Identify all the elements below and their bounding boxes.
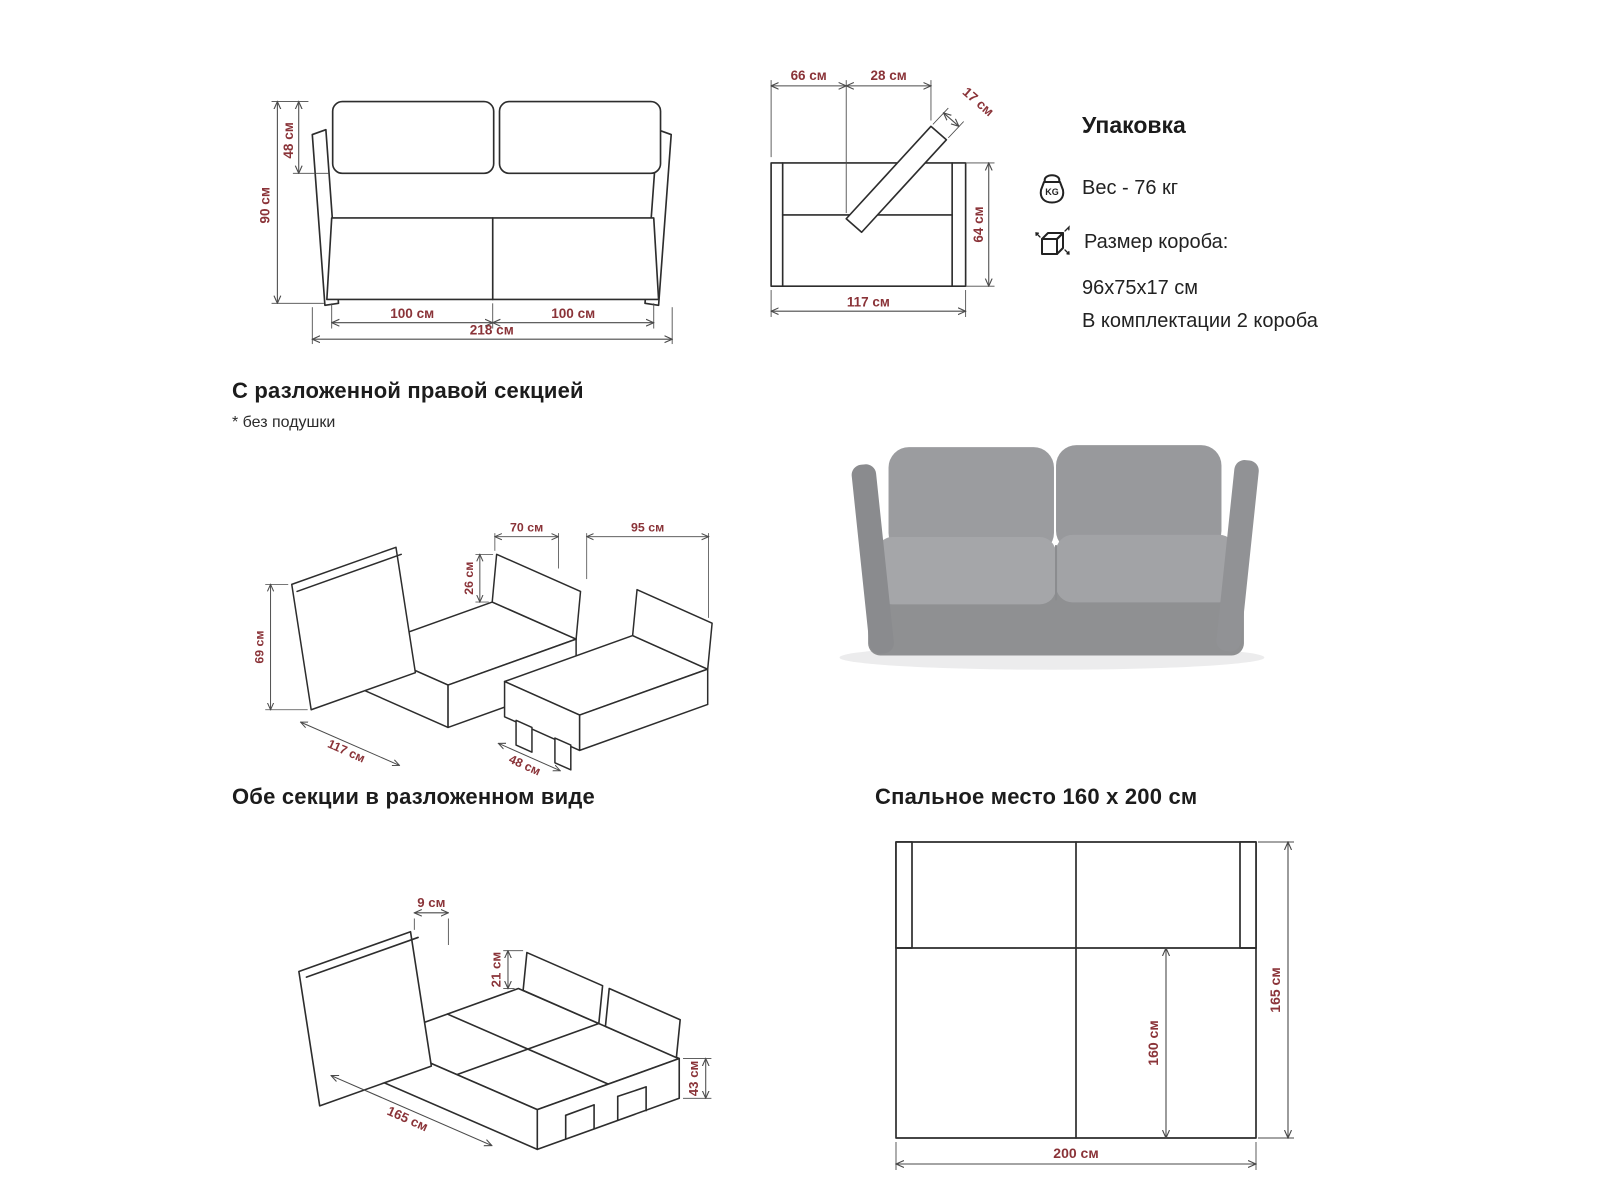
arm-panel xyxy=(298,930,433,1107)
side-view-diagram: 66 см 28 см 17 см 64 см 117 см xyxy=(748,68,997,317)
sofa-base xyxy=(868,590,1244,656)
right-back-panel xyxy=(631,588,713,670)
weight-row: KG Вес - 76 кг xyxy=(1034,169,1464,207)
box-size-value: 96х75х17 см xyxy=(1082,277,1199,299)
dim-label: 95 см xyxy=(631,520,664,534)
dim-label: 90 см xyxy=(258,187,273,223)
back-cushion-left-outline xyxy=(331,100,495,175)
right-unfolded-diagram: 69 см 117 см 70 см 95 см 26 см 48 см xyxy=(252,520,713,776)
back-panel-left xyxy=(522,951,604,1025)
weight-text: Вес - 76 кг xyxy=(1082,176,1179,199)
left-post xyxy=(895,841,913,949)
both-unfolded-title: Обе секции в разложенном виде xyxy=(232,784,595,809)
back-cushion-right-outline xyxy=(498,100,662,175)
sleeping-area-title: Спальное место 160 x 200 см xyxy=(875,784,1198,809)
packaging-title: Упаковка xyxy=(1082,112,1186,138)
dim-label: 165 см xyxy=(385,1103,430,1134)
box-size-label: Размер короба: xyxy=(1084,230,1229,253)
dim-label: 100 см xyxy=(551,306,595,321)
left-back-panel xyxy=(491,553,582,640)
sofa-back-cushion-right xyxy=(1056,445,1222,552)
dim-label: 64 см xyxy=(971,206,986,242)
dim-label: 17 см xyxy=(960,84,997,119)
dim-label: 70 см xyxy=(510,520,543,534)
dim-label: 117 см xyxy=(847,294,890,309)
tilted-cushion-outline xyxy=(845,125,948,234)
dim-label: 48 см xyxy=(507,752,543,776)
right-unfolded-title: С разложенной правой секцией xyxy=(232,378,584,403)
dim-label: 9 см xyxy=(417,895,445,910)
right-unfolded-header: С разложенной правой секцией * без подуш… xyxy=(232,378,584,432)
kg-label: KG xyxy=(1045,187,1059,197)
sleeping-area-diagram: 160 см 165 см 200 см xyxy=(868,820,1294,1170)
dim-label: 26 см xyxy=(462,562,476,595)
dim-label: 200 см xyxy=(1053,1145,1098,1161)
front-view-diagram: 90 см 48 см 100 см 100 см 218 см xyxy=(258,55,720,345)
dim-label: 48 см xyxy=(281,122,296,158)
dim-label: 117 см xyxy=(326,737,368,766)
sofa-seat-cushion-left xyxy=(876,536,1057,605)
dim-label: 21 см xyxy=(488,952,503,988)
box-size-row: Размер короба: xyxy=(1034,223,1464,261)
left-arm-panel xyxy=(290,546,417,711)
right-bed-side xyxy=(578,668,709,752)
dim-label: 66 см xyxy=(791,68,827,83)
dim-label: 218 см xyxy=(470,322,514,337)
weight-icon: KG xyxy=(1039,174,1065,204)
dim-label: 160 см xyxy=(1145,1020,1161,1065)
sofa-arm-left xyxy=(851,464,894,654)
box-count: В комплектации 2 короба xyxy=(1082,310,1318,332)
both-unfolded-diagram: 9 см 21 см 43 см 165 см xyxy=(298,895,712,1151)
dim-label: 165 см xyxy=(1267,967,1283,1012)
packaging-info: Упаковка KG Вес - 76 кг Размер короба: 9… xyxy=(1034,112,1464,333)
dim-label: 28 см xyxy=(870,68,906,83)
sofa-back-cushion-left xyxy=(888,447,1054,554)
sofa-seat-cushion-right xyxy=(1056,534,1236,603)
sofa-photo xyxy=(839,445,1265,670)
box-size-icon xyxy=(1035,225,1070,255)
bed-front-face xyxy=(536,1057,681,1151)
dim-label: 100 см xyxy=(390,306,434,321)
right-unfolded-note: * без подушки xyxy=(232,414,336,431)
sofa-arm-right xyxy=(1216,460,1259,652)
dim-label: 69 см xyxy=(252,630,266,663)
right-post xyxy=(1239,841,1257,949)
dim-label: 43 см xyxy=(686,1061,701,1097)
back-panel-right xyxy=(604,987,681,1059)
